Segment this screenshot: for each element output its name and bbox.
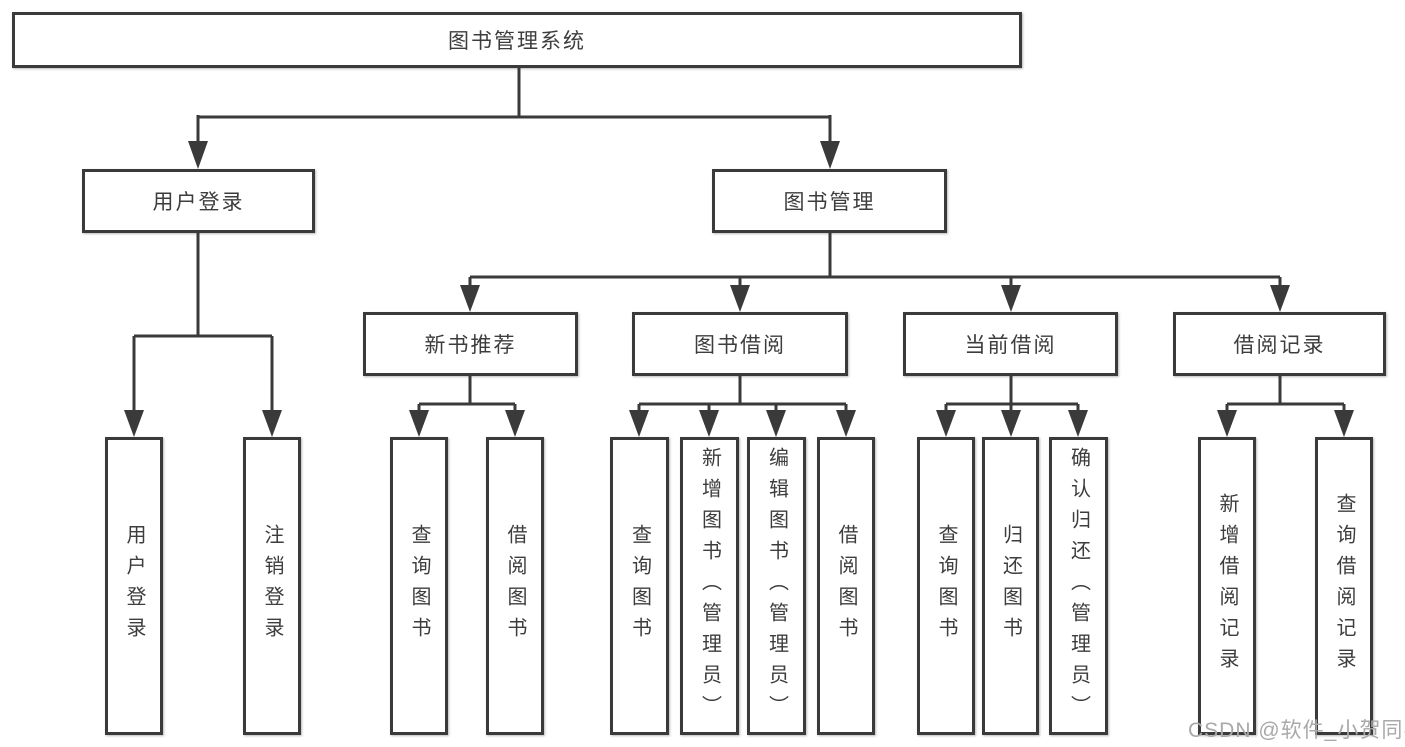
node-label: 注销登录: [261, 524, 283, 648]
node-label: 查询图书: [408, 524, 430, 648]
node-label: 编辑图书（管理员）: [765, 446, 788, 726]
leaf-borrow-books-recommend: 借阅图书: [486, 437, 544, 735]
leaf-borrow-books: 借阅图书: [817, 437, 875, 735]
csdn-watermark: CSDN @软件_小贺同学: [1188, 719, 1405, 742]
node-label: 用户登录: [123, 524, 145, 648]
node-label: 确认归还（管理员）: [1067, 446, 1090, 726]
node-label: 查询借阅记录: [1333, 493, 1355, 679]
node-new-book-recommend: 新书推荐: [363, 312, 578, 376]
arrowheads: [124, 141, 1354, 437]
node-label: 借阅图书: [835, 524, 857, 648]
node-current-borrow: 当前借阅: [903, 312, 1118, 376]
node-label: 查询图书: [935, 524, 957, 648]
leaf-confirm-return-admin: 确认归还（管理员）: [1049, 437, 1108, 735]
node-label: 查询图书: [628, 524, 651, 648]
node-label: 新增借阅记录: [1216, 493, 1238, 679]
leaf-add-books-admin: 新增图书（管理员）: [680, 437, 739, 735]
leaf-return-books: 归还图书: [982, 437, 1039, 735]
leaf-query-borrow-record: 查询借阅记录: [1315, 437, 1373, 735]
node-user-login: 用户登录: [82, 169, 315, 233]
leaf-query-books-borrow: 查询图书: [610, 437, 669, 735]
node-library-management-system: 图书管理系统: [12, 12, 1022, 68]
leaf-edit-books-admin: 编辑图书（管理员）: [747, 437, 806, 735]
node-book-management: 图书管理: [712, 169, 947, 233]
leaf-logout: 注销登录: [243, 437, 301, 735]
node-borrow-records: 借阅记录: [1173, 312, 1386, 376]
node-label: 新增图书（管理员）: [698, 446, 721, 726]
node-label: 借阅图书: [504, 524, 526, 648]
leaf-user-login: 用户登录: [105, 437, 163, 735]
node-label: 归还图书: [999, 524, 1022, 648]
leaf-query-books-recommend: 查询图书: [390, 437, 448, 735]
leaf-query-books-current: 查询图书: [917, 437, 975, 735]
leaf-add-borrow-record: 新增借阅记录: [1198, 437, 1256, 735]
node-book-borrow: 图书借阅: [632, 312, 848, 376]
